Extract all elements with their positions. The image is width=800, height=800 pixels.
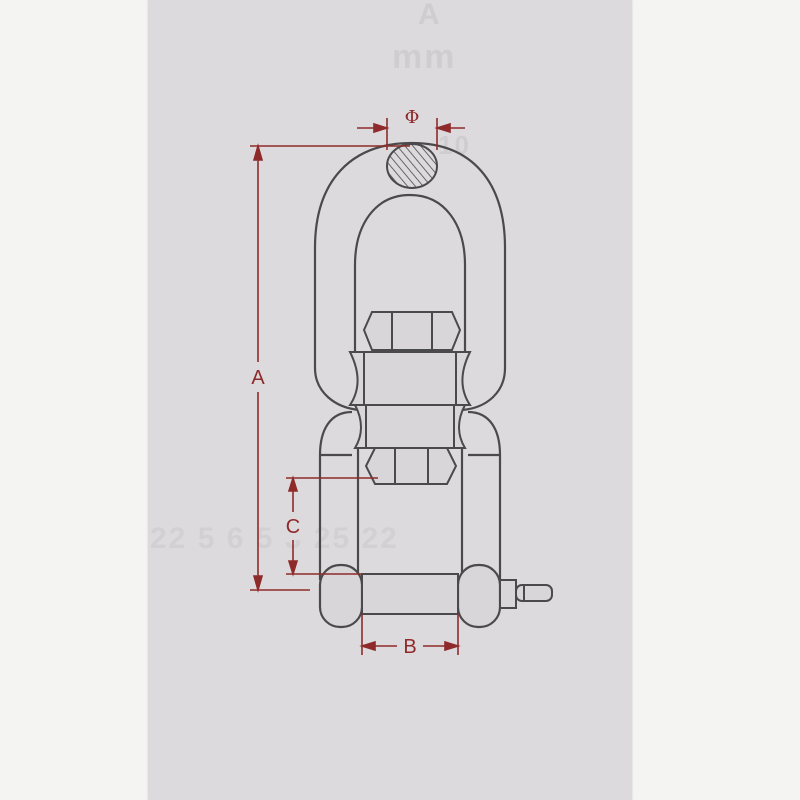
faint-unit: mm xyxy=(392,38,457,76)
dimension-c-label: C xyxy=(286,516,300,538)
dimension-b-label: B xyxy=(403,636,416,658)
rod-cross-section xyxy=(386,143,438,189)
upper-hex-nut xyxy=(362,311,462,351)
swivel-barrel xyxy=(348,351,472,449)
jaw-lugs xyxy=(318,563,502,629)
dimension-c-label-gap xyxy=(281,512,305,540)
dimension-a-label-gap xyxy=(246,362,270,392)
dimension-phi xyxy=(357,118,465,150)
lower-hex-nut xyxy=(364,447,458,485)
dimension-b-label-gap xyxy=(397,632,423,658)
dimension-phi-label: Φ xyxy=(405,107,420,128)
lower-jaw xyxy=(318,410,502,580)
dimension-a-label: A xyxy=(251,367,265,389)
faint-row: 22 5 6 5 3 25 22 xyxy=(150,522,399,555)
faint-top-letter: A xyxy=(418,0,442,31)
clevis-pin xyxy=(361,573,553,615)
